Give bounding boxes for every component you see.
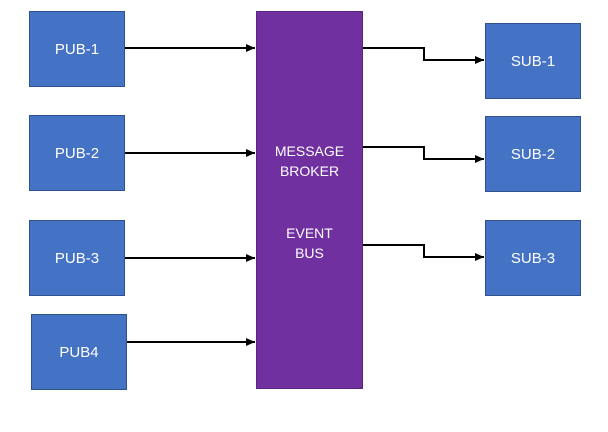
sub-3-node: SUB-3: [485, 220, 581, 296]
pub-4-node: PUB4: [31, 314, 127, 390]
pub-3-node: PUB-3: [29, 220, 125, 296]
broker-label-line-4: BUS: [295, 245, 324, 261]
arrow-broker-to-sub3: [363, 244, 484, 261]
pub-2-label: PUB-2: [54, 144, 100, 162]
arrow-broker-to-sub1: [363, 47, 484, 64]
sub-1-node: SUB-1: [485, 23, 581, 99]
pub-2-node: PUB-2: [29, 115, 125, 191]
pub-4-label: PUB4: [59, 343, 99, 361]
broker-label-line-3: EVENT: [286, 225, 333, 241]
broker-label-line-2: BROKER: [279, 163, 340, 179]
sub-2-node: SUB-2: [485, 116, 581, 192]
pub-1-node: PUB-1: [29, 11, 125, 87]
pub-1-label: PUB-1: [54, 40, 100, 58]
broker-label-line-1: MESSAGE: [274, 143, 345, 159]
sub-1-label: SUB-1: [510, 52, 556, 70]
sub-2-label: SUB-2: [510, 145, 556, 163]
sub-3-label: SUB-3: [510, 249, 556, 267]
message-broker-node: MESSAGE BROKER EVENT BUS: [256, 11, 363, 389]
arrow-broker-to-sub2: [363, 146, 484, 163]
pub-3-label: PUB-3: [54, 249, 100, 267]
